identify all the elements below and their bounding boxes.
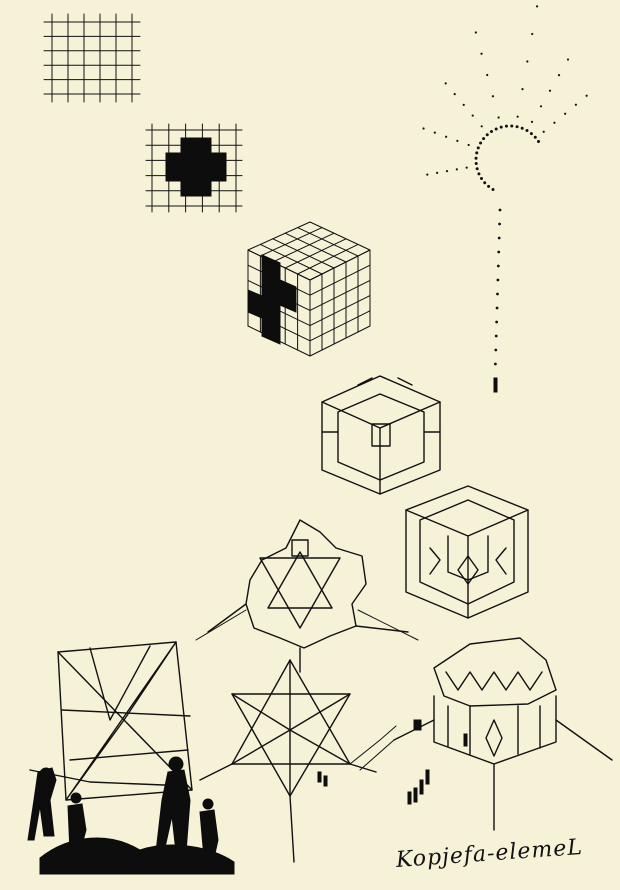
cube-frame-sketch xyxy=(322,376,440,494)
grid-cross-sketch xyxy=(146,124,242,212)
people-silhouettes xyxy=(28,757,234,874)
city-structure-sketch xyxy=(360,638,612,830)
grid-sketch xyxy=(44,14,140,102)
grid-cube-sketch xyxy=(248,222,370,356)
sun-sketch xyxy=(422,5,587,365)
carved-cube-sketch xyxy=(406,486,528,618)
star-structure-sketch xyxy=(200,660,396,862)
star-cube-sketch xyxy=(196,520,418,672)
